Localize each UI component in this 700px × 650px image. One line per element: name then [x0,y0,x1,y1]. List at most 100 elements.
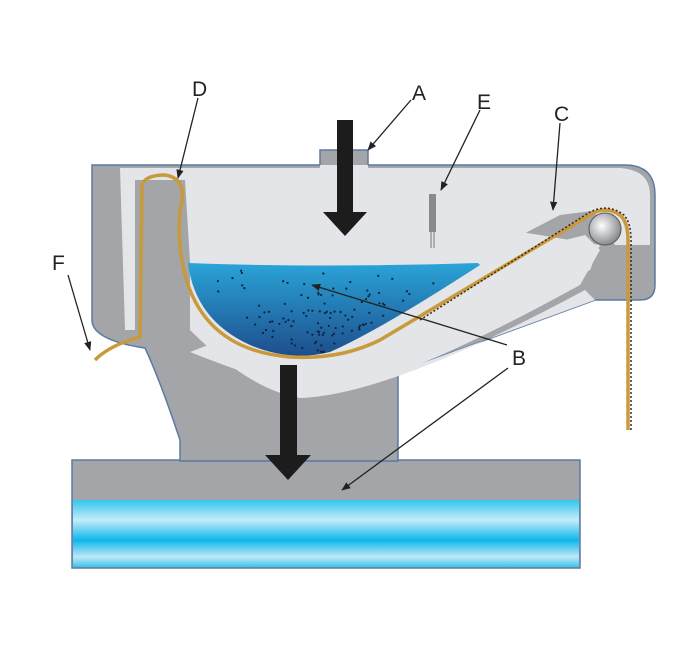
particle [301,346,304,350]
particle [323,302,326,305]
particle [367,295,370,298]
particle [317,293,320,296]
particle [217,290,220,293]
particle [272,329,275,332]
particle [216,279,220,283]
leader-b1 [311,283,508,346]
particle [305,314,308,318]
particle [283,302,286,306]
inflow-arrow [323,120,367,236]
particle [321,333,324,337]
particle [408,292,411,296]
particle [300,293,303,297]
particle [317,291,320,294]
particle [318,310,321,313]
particle [391,277,394,280]
particle [278,322,281,326]
particle [358,324,362,327]
particle [329,311,332,315]
leader-e [440,109,481,191]
particle [334,326,337,330]
particle [290,310,293,313]
particle [331,294,334,297]
particle [290,325,293,328]
particle [261,331,265,335]
particle [383,303,386,307]
particle [317,333,321,336]
outflow-arrow [265,365,311,480]
particle [432,282,435,285]
particle [286,281,289,285]
particle [349,280,352,284]
particle [332,332,336,335]
particle [311,333,314,336]
roller [588,212,622,246]
particle [240,271,243,275]
leader-d [176,97,199,179]
particle [366,289,369,292]
particle [287,319,290,322]
particle [241,284,244,287]
particle [268,320,272,324]
particle [263,311,266,314]
particle [405,290,409,293]
particle [290,338,293,341]
particle [333,342,336,345]
particle [320,326,323,329]
particle [320,344,323,347]
particle [347,318,350,321]
particle [306,296,310,299]
label-b: B [512,347,526,370]
leader-c [550,122,561,211]
particle [382,314,385,317]
particle [378,302,381,305]
particle [327,324,330,328]
particle [243,287,246,290]
sensor-probe [429,194,436,232]
leader-b2 [341,367,509,491]
particle [319,350,323,353]
particle [364,322,367,325]
particle [271,320,274,323]
particle [306,331,309,334]
particle [364,297,368,301]
particle [368,311,371,314]
particle [284,320,287,323]
particle [271,335,274,338]
particle [339,310,342,314]
particle [282,317,285,320]
particle [368,293,371,296]
particle [361,323,364,326]
particle [239,269,243,272]
particle [331,334,334,337]
filter-cake [419,207,632,430]
particle [264,328,268,332]
liquid [188,263,480,356]
particle [322,331,325,334]
label-c: C [554,103,569,126]
particle [351,315,354,319]
particle [341,325,344,328]
particle [377,291,381,295]
particle [370,321,373,324]
particle [377,274,380,278]
left-channel [120,168,135,330]
particle [290,342,293,345]
particle [316,349,319,352]
particle [303,282,306,286]
particle [307,309,310,312]
particle [353,308,356,311]
particle [360,300,363,304]
particle [293,344,297,347]
particle [322,272,325,275]
particle [254,323,257,326]
particle [311,309,314,312]
particle [332,287,335,290]
label-e: E [477,91,491,114]
particle [401,299,405,302]
particle [329,316,332,320]
particle [246,316,249,319]
particle [258,315,261,319]
particle [314,340,318,343]
